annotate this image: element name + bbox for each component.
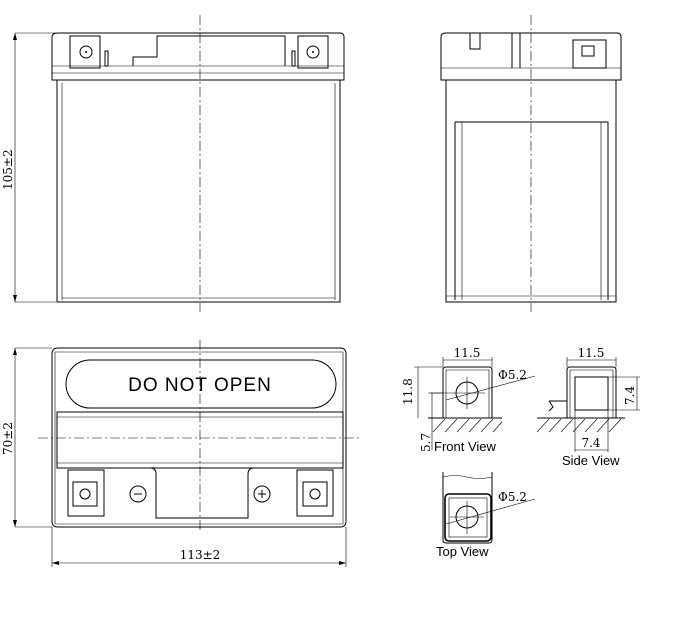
positive-terminal-icon [253,485,271,503]
front-hole-diameter: Φ5.2 [498,368,527,382]
front-elevation-view: 105±2 [1,15,345,312]
length-dimension: 113±2 [180,548,221,562]
height-dimension: 105±2 [1,149,15,190]
terminal-front-view: Φ5.2 11.5 11.8 5.7 Front View [401,346,536,454]
side-square-width-dimension: 7.4 [581,436,600,450]
side-width-dimension: 11.5 [578,346,605,360]
side-view-label: Side View [562,453,620,468]
top-view-label: Top View [436,544,489,559]
front-view-label: Front View [434,439,497,454]
terminal-side-view: 11.5 7.4 7.4 Side View [536,346,640,468]
terminal-top-view: Φ5.2 Top View [436,472,536,559]
negative-terminal-icon [129,485,147,503]
top-plan-view: DO NOT OPEN 70±2 113±2 [1,340,362,567]
top-hole-diameter: Φ5.2 [498,490,527,504]
front-height-dimension: 11.8 [401,378,415,405]
side-square-height-dimension: 7.4 [623,386,637,405]
do-not-open-label: DO NOT OPEN [128,375,272,396]
side-elevation-view [440,15,622,312]
width-dimension: 70±2 [1,422,15,455]
front-hole-height-dimension: 5.7 [419,433,433,452]
front-width-dimension: 11.5 [454,346,481,360]
